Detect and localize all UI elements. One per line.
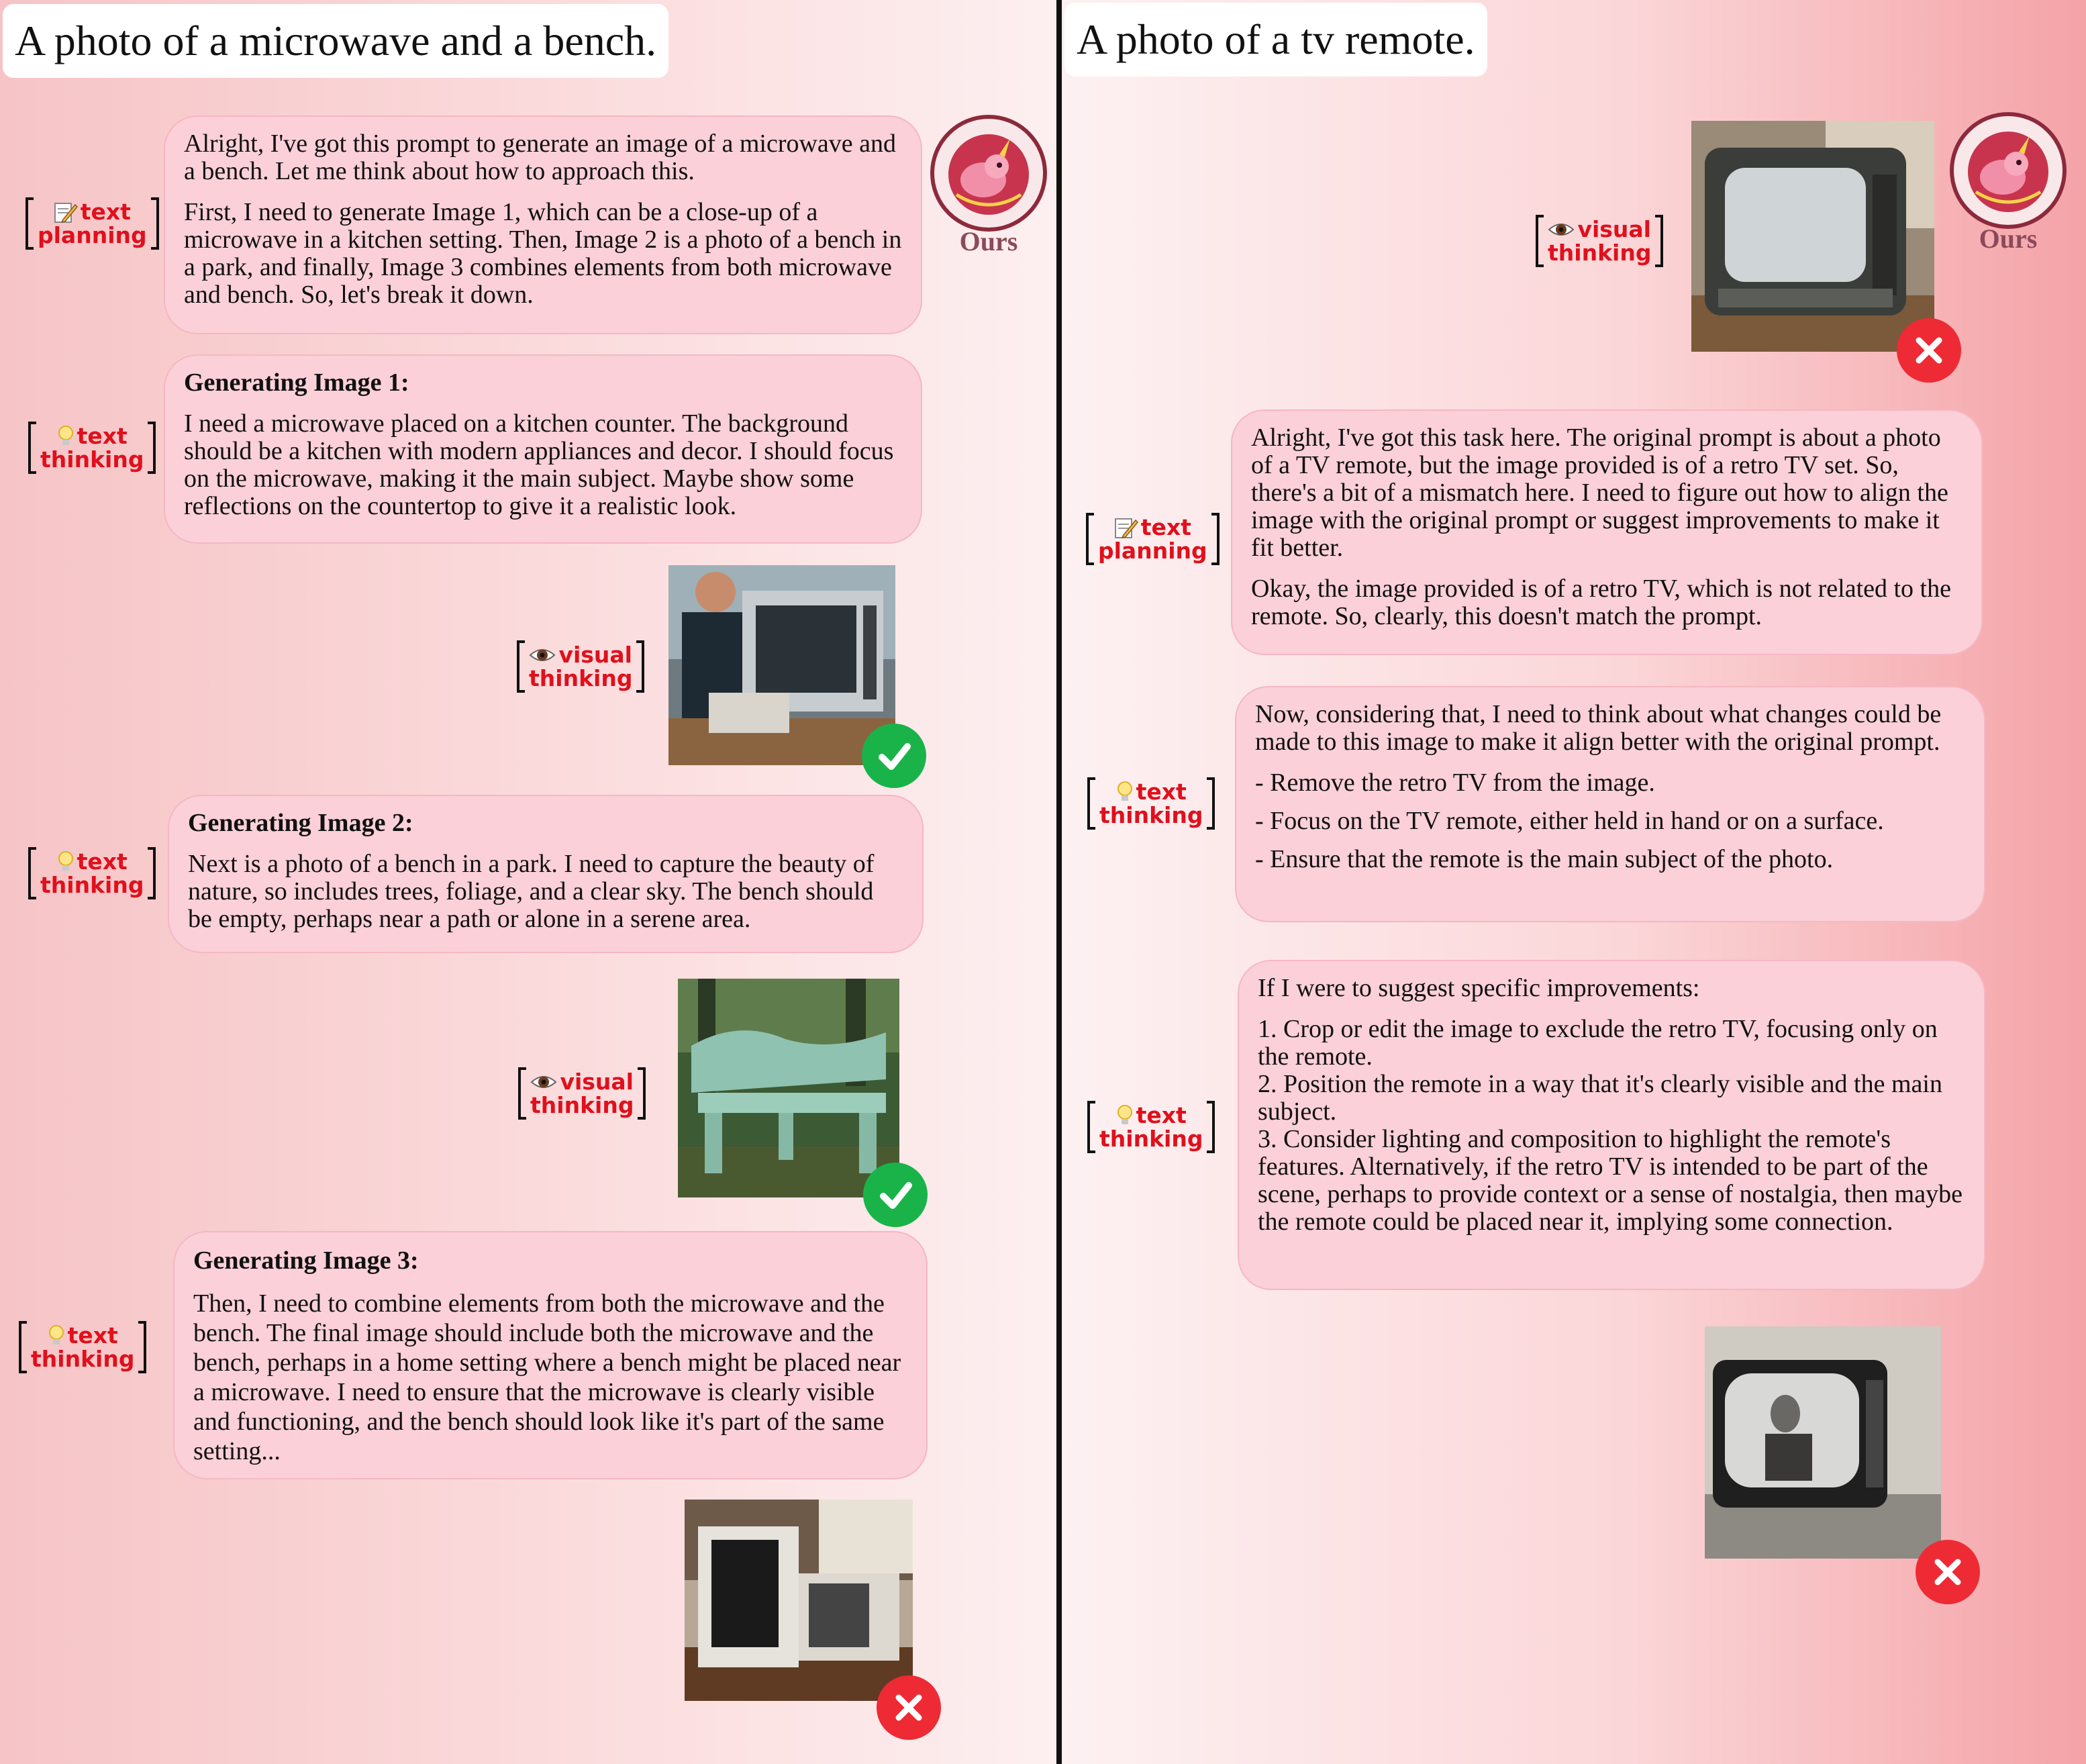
bubble-heading: Generating Image 1:	[184, 369, 409, 397]
panel-divider	[1056, 0, 1062, 1764]
bubble-paragraph: Okay, the image provided is of a retro T…	[1251, 575, 1951, 630]
bubble-plan-intro: Alright, I've got this prompt to generat…	[164, 115, 922, 334]
bubble-paragraph: First, I need to generate Image 1, which…	[184, 198, 902, 309]
bubble-paragraph: If I were to suggest specific improvemen…	[1258, 974, 1700, 1002]
tag-word-bottom: thinking	[1099, 802, 1203, 828]
notepad-pencil-icon	[1114, 518, 1138, 538]
tag-word-bottom: thinking	[530, 1092, 634, 1118]
lightbulb-icon	[58, 850, 73, 871]
tag-text-planning: text planning	[1086, 513, 1220, 565]
tag-word-top: text	[77, 423, 128, 449]
tag-visual-thinking: visual thinking	[517, 640, 645, 693]
image-combined-generated	[685, 1500, 913, 1701]
tag-visual-thinking: visual thinking	[1536, 215, 1664, 267]
tag-word-top: text	[1136, 779, 1187, 805]
tag-word-bottom: planning	[38, 222, 147, 248]
tag-word-top: text	[1136, 1102, 1187, 1128]
tag-word-top: visual	[1577, 216, 1651, 242]
bubble-list-item: - Ensure that the remote is the main sub…	[1255, 845, 1834, 873]
bubble-heading: Generating Image 3:	[193, 1246, 419, 1275]
tag-text-thinking: text thinking	[28, 422, 156, 474]
ours-label: Ours	[1979, 224, 2038, 254]
tag-text-thinking: text thinking	[1087, 777, 1215, 830]
tag-visual-thinking: visual thinking	[518, 1067, 646, 1120]
image-retro-tv-generated	[1691, 121, 1934, 352]
bubble-heading: Generating Image 2:	[188, 809, 413, 837]
bubble-paragraph: Then, I need to combine elements from bo…	[193, 1289, 901, 1465]
bubble-image2: Generating Image 2: Next is a photo of a…	[168, 795, 924, 953]
tag-word-top: text	[1140, 514, 1191, 540]
prompt-title: A photo of a microwave and a bench.	[3, 4, 669, 78]
prompt-title: A photo of a tv remote.	[1064, 3, 1487, 77]
bubble-paragraph: Alright, I've got this task here. The or…	[1251, 424, 1948, 562]
bubble-list-item: - Remove the retro TV from the image.	[1255, 769, 1655, 797]
tag-word-top: visual	[560, 1069, 634, 1095]
lightbulb-icon	[48, 1324, 64, 1344]
tag-word-bottom: thinking	[31, 1346, 135, 1372]
correct-check-icon	[862, 724, 926, 788]
tag-text-thinking: text thinking	[28, 847, 156, 899]
lightbulb-icon	[1117, 781, 1132, 801]
eye-icon	[530, 1075, 557, 1088]
bubble-image3: Generating Image 3: Then, I need to comb…	[173, 1231, 928, 1479]
bubble-paragraph: Alright, I've got this prompt to generat…	[184, 130, 897, 185]
image-bench-generated	[678, 979, 899, 1197]
bubble-improvements: If I were to suggest specific improvemen…	[1238, 960, 1985, 1290]
bubble-list-item: 2. Position the remote in a way that it'…	[1258, 1070, 1942, 1126]
notepad-pencil-icon	[54, 202, 78, 223]
incorrect-x-icon	[877, 1675, 941, 1740]
tag-word-top: visual	[558, 642, 632, 668]
lightbulb-icon	[1117, 1104, 1132, 1124]
tag-word-top: text	[77, 848, 128, 875]
ours-label: Ours	[959, 226, 1018, 256]
eye-icon	[1548, 223, 1575, 236]
gair-logo-icon	[930, 115, 1047, 232]
bubble-image1: Generating Image 1: I need a microwave p…	[164, 354, 922, 544]
tag-text-thinking: text thinking	[19, 1321, 147, 1373]
image-final-tv-generated	[1705, 1326, 1941, 1559]
incorrect-x-icon	[1916, 1540, 1980, 1604]
tag-word-bottom: thinking	[40, 446, 144, 473]
tag-word-bottom: thinking	[40, 872, 144, 898]
tag-word-top: text	[80, 199, 131, 225]
bubble-paragraph: Next is a photo of a bench in a park. I …	[188, 850, 875, 933]
bubble-paragraph: Now, considering that, I need to think a…	[1255, 700, 1942, 756]
incorrect-x-icon	[1897, 318, 1961, 383]
tag-word-top: text	[67, 1322, 118, 1349]
left-panel: A photo of a microwave and a bench. Ours…	[0, 0, 1056, 1764]
tag-text-thinking: text thinking	[1087, 1101, 1215, 1153]
eye-icon	[529, 648, 556, 661]
tag-word-bottom: thinking	[1548, 240, 1652, 266]
gair-logo-icon	[1950, 112, 2067, 229]
tag-word-bottom: thinking	[529, 665, 633, 691]
bubble-list-item: 1. Crop or edit the image to exclude the…	[1258, 1015, 1938, 1071]
correct-check-icon	[863, 1163, 928, 1227]
bubble-changes: Now, considering that, I need to think a…	[1235, 686, 1985, 922]
tag-word-bottom: thinking	[1099, 1126, 1203, 1152]
tag-word-bottom: planning	[1098, 538, 1207, 564]
image-microwave-generated	[668, 565, 895, 765]
bubble-list-item: 3. Consider lighting and composition to …	[1258, 1125, 1963, 1236]
lightbulb-icon	[58, 425, 73, 445]
right-panel: A photo of a tv remote. Ours visual thin…	[1062, 0, 2086, 1764]
tag-text-planning: text planning	[26, 197, 159, 250]
bubble-plan-mismatch: Alright, I've got this task here. The or…	[1231, 409, 1983, 655]
bubble-list-item: - Focus on the TV remote, either held in…	[1255, 807, 1884, 835]
bubble-paragraph: I need a microwave placed on a kitchen c…	[184, 409, 894, 520]
